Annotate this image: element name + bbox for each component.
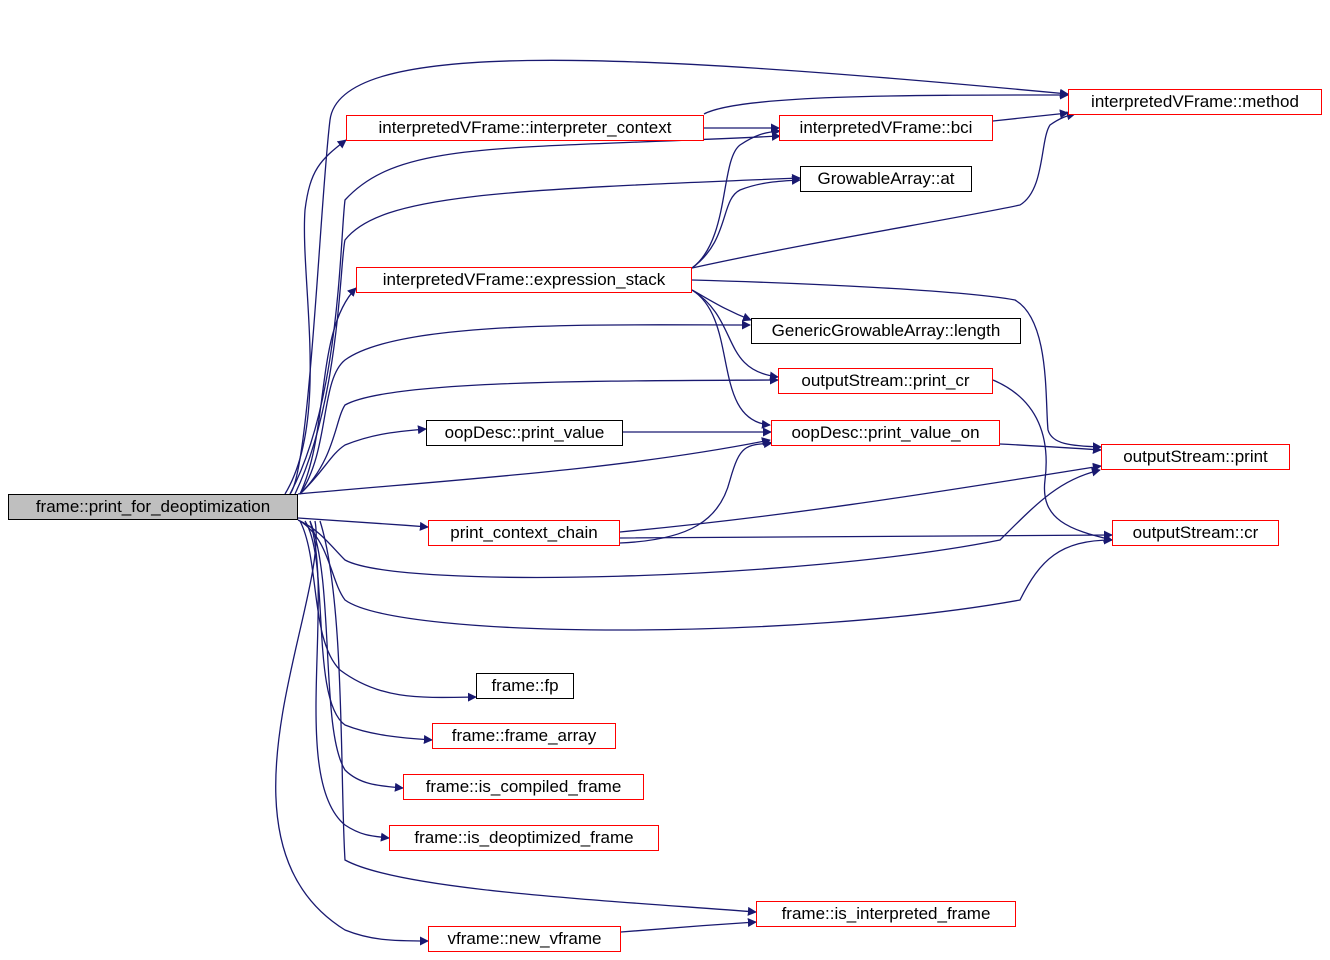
edge-root-to-oop-print-value [299,425,427,495]
edge-new-vframe-to-is-interp [620,918,757,933]
edge-print-cr-to-os-cr [992,379,1113,543]
node-frame-fp[interactable]: frame::fp [476,673,574,699]
node-frame-is-compiled-frame[interactable]: frame::is_compiled_frame [403,774,644,800]
edge-root-to-frame-fp [299,520,477,702]
node-outputstream-print[interactable]: outputStream::print [1101,444,1290,470]
edge-root-to-print-cr [299,375,779,495]
edge-root-to-print-ctx-chain [297,517,429,531]
edge-root-to-bci [289,131,781,495]
edge-root-to-is-deopt [309,520,390,842]
edge-pcc-to-pvo [619,439,773,544]
edge-bci-to-method [992,109,1069,122]
edge-expr-stack-to-bci [691,127,781,269]
node-root[interactable]: frame::print_for_deoptimization [8,494,298,520]
node-frame-is-deoptimized-frame[interactable]: frame::is_deoptimized_frame [389,825,659,851]
edge-root-to-new-vframe [275,520,429,946]
node-growablearray-at[interactable]: GrowableArray::at [800,166,972,192]
edge-pcc-to-os-print [619,462,1102,533]
edge-root-to-is-compiled [309,520,404,792]
edge-root-to-os-cr [299,520,1113,631]
edge-interp-ctx-to-method [703,90,1069,115]
node-frame-frame-array[interactable]: frame::frame_array [432,723,616,749]
edge-root-to-os-print [297,467,1101,579]
node-oopdesc-print-value-on[interactable]: oopDesc::print_value_on [771,420,1000,446]
node-genericgrowablearray-length[interactable]: GenericGrowableArray::length [751,318,1021,344]
node-ivf-interpreter-context[interactable]: interpretedVFrame::interpreter_context [346,115,704,141]
edge-root-to-ga-at [294,173,801,495]
node-ivf-bci[interactable]: interpretedVFrame::bci [779,115,993,141]
edge-root-to-is-interp [319,520,757,916]
node-ivf-expression-stack[interactable]: interpretedVFrame::expression_stack [356,267,692,293]
node-frame-is-interpreted-frame[interactable]: frame::is_interpreted_frame [756,901,1016,927]
edge-expr-stack-to-ga-at [691,175,801,269]
edge-expr-stack-to-print-value-on [691,289,771,429]
node-outputstream-print-cr[interactable]: outputStream::print_cr [778,368,993,394]
edge-root-to-interp-ctx [284,139,347,495]
edge-root-to-gga-length [299,320,751,495]
edge-root-to-expr-stack [299,287,357,495]
edge-expr-stack-to-method [691,111,1076,269]
edge-pcc-to-os-cr [619,530,1113,540]
edge-expr-stack-to-os-print [691,279,1102,452]
node-oopdesc-print-value[interactable]: oopDesc::print_value [426,420,623,446]
edge-expr-stack-to-gga-length [691,289,752,322]
node-print-context-chain[interactable]: print_context_chain [428,520,620,546]
node-ivf-method[interactable]: interpretedVFrame::method [1068,89,1322,115]
edge-pvo-to-os-print [999,443,1102,454]
node-vframe-new-vframe[interactable]: vframe::new_vframe [428,926,621,952]
edge-root-to-frame-array [304,520,433,744]
edge-expr-stack-to-print-cr [691,289,779,381]
edge-root-to-oop-print-value-on [297,437,771,495]
node-outputstream-cr[interactable]: outputStream::cr [1112,520,1279,546]
